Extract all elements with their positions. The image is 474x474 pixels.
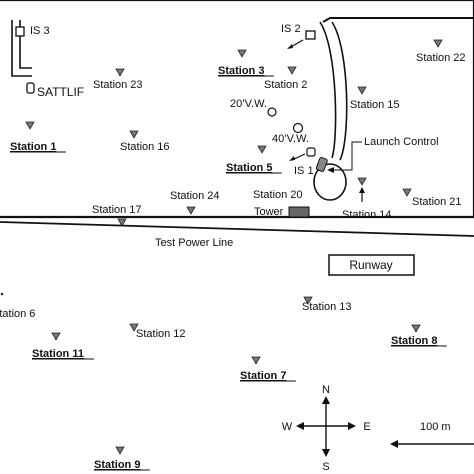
station-marker-s2: [287, 66, 297, 75]
compass-n: N: [322, 384, 330, 396]
launch-control-label: Launch Control: [364, 136, 439, 148]
station-label-s2: Station 2: [264, 79, 307, 91]
tower-label: Tower: [254, 206, 284, 218]
is3-label: IS 3: [30, 25, 50, 37]
vw40-label: 40’V.W.: [272, 133, 309, 145]
station-label-s1: Station 1: [10, 141, 56, 153]
station-label-s21: Station 21: [412, 196, 462, 208]
site-boundary: [0, 0, 474, 219]
station-label-s8: Station 8: [391, 335, 437, 347]
vw40-box: [306, 147, 316, 157]
access-road: [319, 21, 348, 161]
runway-label: Runway: [349, 258, 392, 272]
station-marker-s15: [357, 86, 367, 95]
sattlif-box: [26, 82, 35, 94]
station-marker-s11: [51, 332, 61, 341]
station-marker-s21: [402, 188, 412, 197]
station-label-s20: Station 20: [253, 189, 303, 201]
test-power-line-label: Test Power Line: [155, 237, 233, 249]
launch-control-leader: [330, 141, 362, 171]
scale-label: 100 m: [420, 421, 451, 433]
station-label-s9: Station 9: [94, 459, 140, 471]
launch-pad: [313, 163, 347, 201]
station-marker-s1: [25, 121, 35, 130]
station-label-s12: Station 12: [136, 328, 186, 340]
compass: N S W E: [282, 384, 371, 473]
station-label-s17: Station 17: [92, 204, 142, 216]
station-marker-s9: [115, 446, 125, 455]
station-label-s16: Station 16: [120, 141, 170, 153]
station-label-s5: Station 5: [226, 162, 272, 174]
station-marker-s13: [303, 296, 313, 305]
station-label-s7: Station 7: [240, 370, 286, 382]
is2-box: [305, 30, 316, 40]
station-label-s3: Station 3: [218, 65, 264, 77]
station-marker-s5: [257, 145, 267, 154]
scale-bar: 100 m: [390, 421, 474, 448]
tower-box: [288, 206, 310, 218]
is1-box: [315, 157, 328, 172]
station-label-s13: Station 13: [302, 301, 352, 313]
test-power-line: [0, 221, 474, 237]
station-marker-s8: [411, 324, 421, 333]
is3-box: [15, 26, 25, 37]
station-marker-s3: [237, 49, 247, 58]
station-marker-s17: [117, 218, 127, 227]
station-marker-s16: [129, 130, 139, 139]
station-label-s11: Station 11: [32, 348, 84, 360]
station-label-s24: Station 24: [170, 190, 220, 202]
is2-label: IS 2: [281, 23, 301, 35]
compass-e: E: [363, 421, 370, 433]
station-label-s23: Station 23: [93, 79, 143, 91]
station-marker-s12: [129, 323, 139, 332]
station-marker-s7: [251, 356, 261, 365]
compass-w: W: [282, 421, 293, 433]
station-marker-s24: [186, 206, 196, 215]
station-label-s14: Station 14: [342, 209, 392, 221]
vw20-label: 20’V.W.: [230, 98, 267, 110]
station-label-s15: Station 15: [350, 99, 400, 111]
compass-s: S: [322, 461, 329, 473]
station-marker-s22: [433, 39, 443, 48]
vw20-circle: [267, 107, 277, 117]
vw40-circle: [292, 122, 304, 134]
sattlif-label: SATTLIF: [37, 85, 84, 99]
runway: [328, 254, 415, 276]
station-marker-s23: [115, 68, 125, 77]
station-label-s22: Station 22: [416, 52, 466, 64]
station-marker-s14: [357, 177, 367, 186]
station-label-s6: Station 6: [0, 308, 35, 320]
is1-label: IS 1: [294, 165, 314, 177]
inner-boundary: [322, 17, 474, 23]
